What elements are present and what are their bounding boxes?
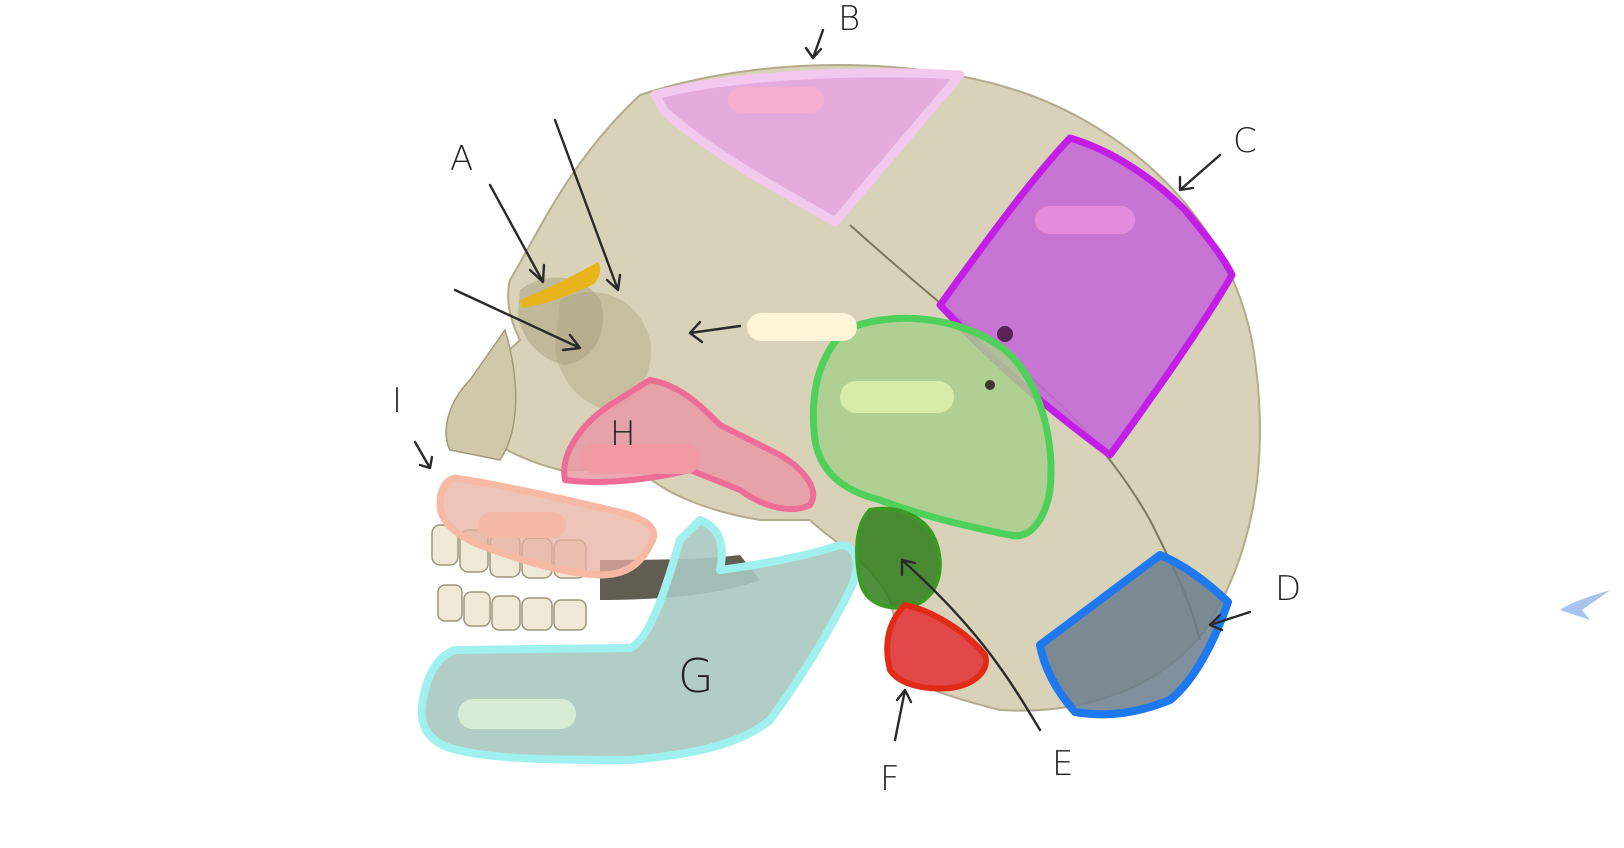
label-h: H <box>610 414 636 454</box>
region-mastoid-f <box>884 602 989 692</box>
region-sphenoid-wing <box>561 377 817 512</box>
stray-mark <box>1560 590 1610 620</box>
arrow-i <box>413 440 434 470</box>
label-a: A <box>450 139 473 179</box>
labels: A B C D E F G H I <box>392 0 1301 799</box>
arrow-d <box>1208 610 1252 632</box>
arrow-c <box>1178 153 1222 192</box>
cover-sphenoid <box>747 313 857 341</box>
cover-zygomatic <box>580 444 700 474</box>
label-c: C <box>1233 121 1257 161</box>
arrow-e <box>900 558 1042 732</box>
region-temporal <box>809 314 1055 540</box>
arrow-sphenoid <box>688 320 742 344</box>
arrow-f <box>893 688 913 742</box>
label-e: E <box>1052 744 1073 784</box>
cover-maxilla <box>478 512 566 538</box>
region-occipital-base-d <box>1036 551 1232 719</box>
label-g: G <box>678 649 714 703</box>
arrow-a <box>488 183 546 284</box>
cover-mandible <box>458 699 576 729</box>
frontal-marker <box>520 262 601 308</box>
temporal-dot <box>985 380 995 390</box>
label-f: F <box>880 759 900 799</box>
cover-parietal <box>728 87 824 113</box>
nasal-area <box>445 328 517 461</box>
cover-temporal <box>840 381 954 413</box>
arrow-brow <box>553 118 622 292</box>
arrow-b <box>804 28 825 60</box>
face-shadow <box>555 292 651 410</box>
pointer-arrows <box>413 28 1252 742</box>
label-i: I <box>392 381 402 421</box>
arrow-orbit <box>453 288 582 352</box>
label-b: B <box>838 0 860 39</box>
cover-occipital <box>1035 206 1135 234</box>
region-parietal-b <box>650 68 965 227</box>
suture-dot <box>997 326 1013 342</box>
label-d: D <box>1275 569 1301 609</box>
